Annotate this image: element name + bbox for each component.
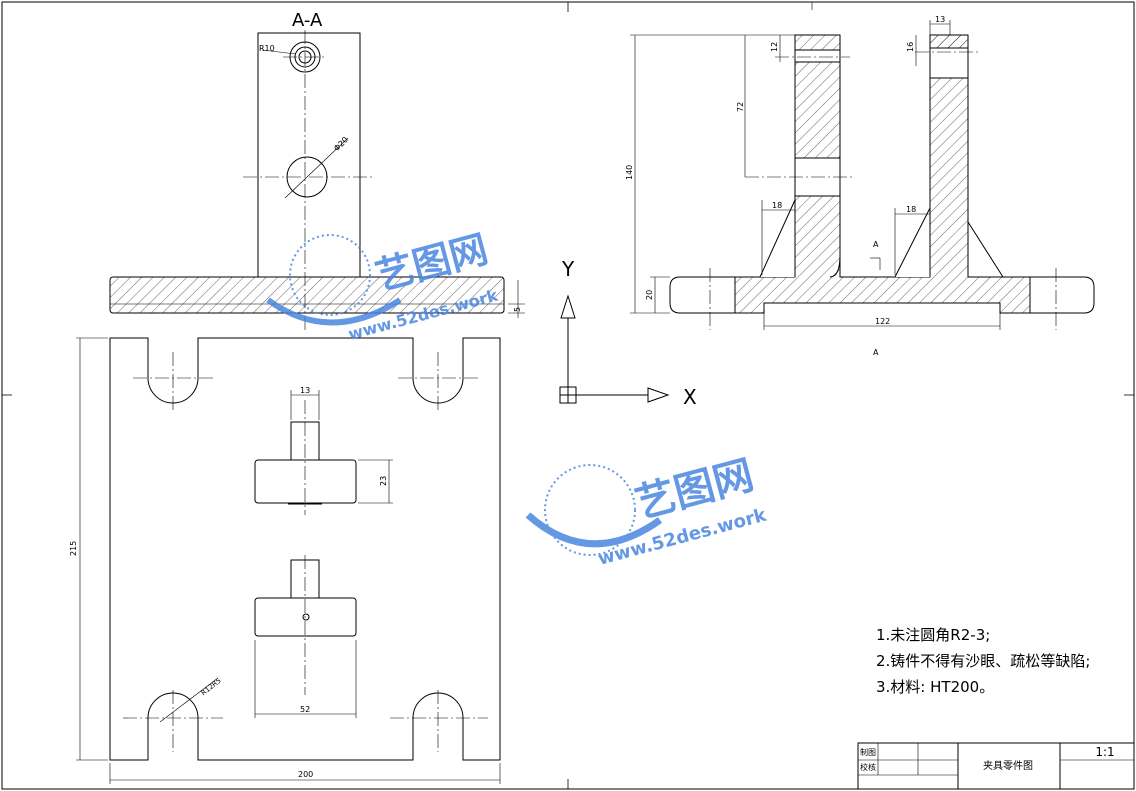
checked-label: 校核 [860, 763, 876, 772]
dim-200: 200 [298, 770, 313, 779]
dim-122: 122 [875, 317, 890, 326]
dim-23: 23 [379, 476, 388, 486]
dim-12: 12 [770, 42, 779, 52]
note-2: 2.铸件不得有沙眼、疏松等缺陷; [876, 652, 1091, 670]
technical-notes: 1.未注圆角R2-3; 2.铸件不得有沙眼、疏松等缺陷; 3.材料: HT200… [876, 622, 1126, 700]
cut-mark-a-top: A [873, 240, 879, 249]
dim-52: 52 [300, 705, 310, 714]
note-3: 3.材料: HT200。 [876, 678, 995, 696]
dim-215: 215 [69, 541, 78, 556]
cut-mark-a-bottom: A [873, 348, 879, 357]
title-block-grid [857, 742, 1135, 790]
dim-13: 13 [300, 386, 310, 395]
title-block: 制图 校核 夹具零件图 1:1 [858, 743, 1136, 791]
dim-r12: R12R5 [200, 677, 223, 698]
dim-20: 20 [645, 290, 654, 300]
part-name: 夹具零件图 [983, 761, 1033, 772]
dim-16: 16 [906, 42, 915, 52]
dim-72: 72 [736, 102, 745, 112]
section-view-a-a: A-A [109, 10, 525, 330]
dim-140: 140 [625, 165, 634, 180]
drawing-scale: 1:1 [1095, 745, 1115, 759]
watermark-logo-icon [266, 234, 402, 326]
dim-18a: 18 [772, 201, 782, 210]
axis-x-label: X [683, 385, 697, 409]
watermark-2: 艺图网 www.52des.work [525, 452, 769, 570]
section-label: A-A [292, 10, 323, 31]
note-1: 1.未注圆角R2-3; [876, 626, 991, 644]
drawn-label: 制图 [860, 748, 876, 757]
dim-5: 5 [513, 307, 522, 312]
watermark-logo-icon-2 [525, 464, 663, 556]
top-view [76, 337, 501, 784]
axis-y-label: Y [561, 257, 575, 281]
dim-18b: 18 [906, 205, 916, 214]
dim-13b: 13 [935, 15, 945, 24]
side-view [630, 2, 1095, 330]
ucs-icon [559, 294, 670, 404]
dim-r10: R10 [259, 44, 275, 53]
